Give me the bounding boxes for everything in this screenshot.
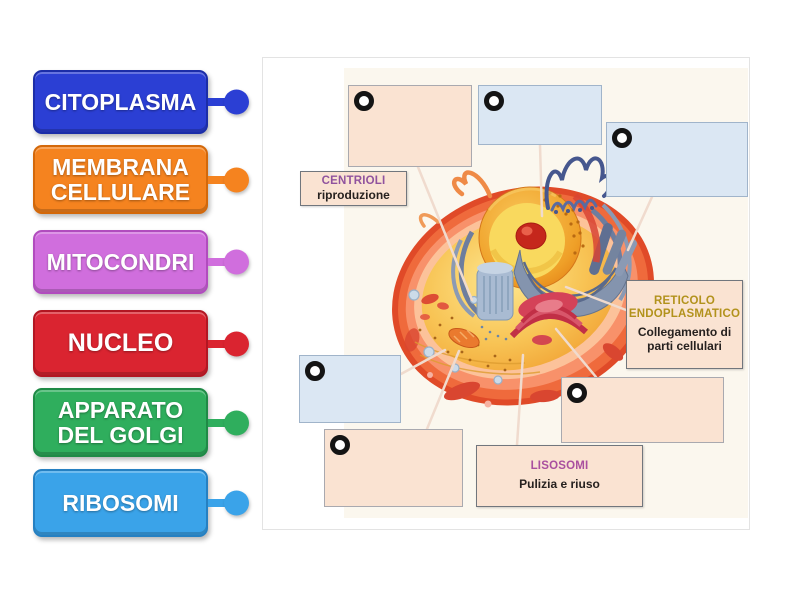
draggable-label-ribosomi[interactable]: RIBOSOMI bbox=[33, 469, 249, 537]
connector-stem bbox=[208, 258, 230, 266]
drop-zone-left[interactable] bbox=[299, 355, 401, 423]
placed-label-description: Pulizia e riuso bbox=[519, 477, 600, 492]
connector-dot bbox=[224, 249, 249, 275]
connector-stem bbox=[208, 339, 230, 348]
connector-stem bbox=[208, 499, 230, 507]
drop-zone-top-right[interactable] bbox=[606, 122, 748, 197]
target-ring-icon bbox=[305, 361, 325, 381]
draggable-label-apparato-del-golgi[interactable]: APPARATO DEL GOLGI bbox=[33, 388, 249, 457]
drop-zone-bottom-right[interactable] bbox=[561, 377, 724, 443]
connector-stem bbox=[208, 98, 230, 106]
drop-zone-bottom-left[interactable] bbox=[324, 429, 463, 507]
target-ring-icon bbox=[484, 91, 504, 111]
placed-label-title: RETICOLO ENDOPLASMATICO bbox=[628, 294, 741, 321]
connector-dot bbox=[224, 167, 249, 192]
chip-label: MITOCONDRI bbox=[46, 248, 195, 275]
connector-stem bbox=[208, 175, 230, 184]
target-ring-icon bbox=[567, 383, 587, 403]
chip-label: RIBOSOMI bbox=[62, 489, 179, 516]
placed-label-description: riproduzione bbox=[317, 187, 390, 202]
connector-dot bbox=[224, 490, 249, 516]
connector-dot bbox=[224, 89, 249, 115]
chip-label: NUCLEO bbox=[67, 329, 174, 357]
target-ring-icon bbox=[612, 128, 632, 148]
placed-label-description: Collegamento di parti cellulari bbox=[637, 325, 732, 354]
drop-zone-top-middle[interactable] bbox=[478, 85, 602, 145]
chip-label: APPARATO DEL GOLGI bbox=[57, 396, 184, 448]
target-ring-icon bbox=[354, 91, 374, 111]
placed-label-title: LISOSOMI bbox=[530, 459, 589, 472]
draggable-label-citoplasma[interactable]: CITOPLASMA bbox=[33, 70, 249, 134]
target-ring-icon bbox=[330, 435, 350, 455]
connector-dot bbox=[224, 331, 249, 356]
placed-label-title: CENTRIOLI bbox=[321, 174, 386, 187]
connector-dot bbox=[224, 410, 249, 435]
placed-label-centrioli: CENTRIOLI riproduzione bbox=[300, 171, 407, 206]
drop-zone-top-left[interactable] bbox=[348, 85, 472, 167]
chip-label: CITOPLASMA bbox=[44, 88, 197, 115]
chip-label: MEMBRANA CELLULARE bbox=[50, 153, 191, 205]
draggable-label-mitocondri[interactable]: MITOCONDRI bbox=[33, 230, 249, 294]
connector-stem bbox=[208, 418, 230, 427]
placed-label-lisosomi: LISOSOMI Pulizia e riuso bbox=[476, 445, 643, 507]
placed-label-reticolo-endoplasmatico: RETICOLO ENDOPLASMATICO Collegamento di … bbox=[626, 280, 743, 369]
draggable-label-nucleo[interactable]: NUCLEO bbox=[33, 310, 249, 377]
draggable-label-membrana-cellulare[interactable]: MEMBRANA CELLULARE bbox=[33, 145, 249, 214]
